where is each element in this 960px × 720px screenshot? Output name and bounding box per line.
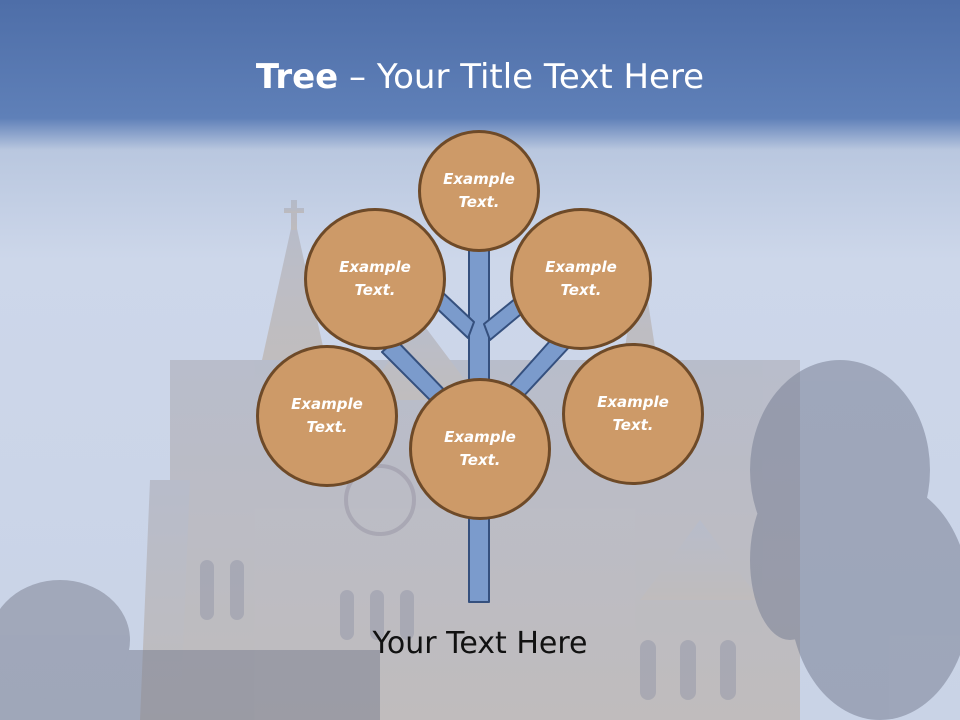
bubble-upper-right: Example Text. (510, 208, 652, 350)
bubble-upper-left: Example Text. (304, 208, 446, 350)
bubble-center: Example Text. (409, 378, 551, 520)
bubble-lower-right: Example Text. (562, 343, 704, 485)
slide-title-bold: Tree (255, 57, 339, 97)
bubble-top-text: Example Text. (443, 170, 515, 211)
bubble-lower-right-text: Example Text. (597, 393, 669, 434)
bubble-lower-left: Example Text. (256, 345, 398, 487)
footer-text: Your Text Here (372, 626, 588, 661)
bubble-upper-left-text: Example Text. (339, 258, 411, 299)
slide-title: Tree – Your Title Text Here (0, 52, 960, 102)
bubble-lower-left-text: Example Text. (291, 395, 363, 436)
bubble-center-text: Example Text. (444, 428, 516, 469)
bubble-upper-right-text: Example Text. (545, 258, 617, 299)
slide-title-rest: – Your Title Text Here (338, 57, 705, 97)
bubble-top: Example Text. (418, 130, 540, 252)
